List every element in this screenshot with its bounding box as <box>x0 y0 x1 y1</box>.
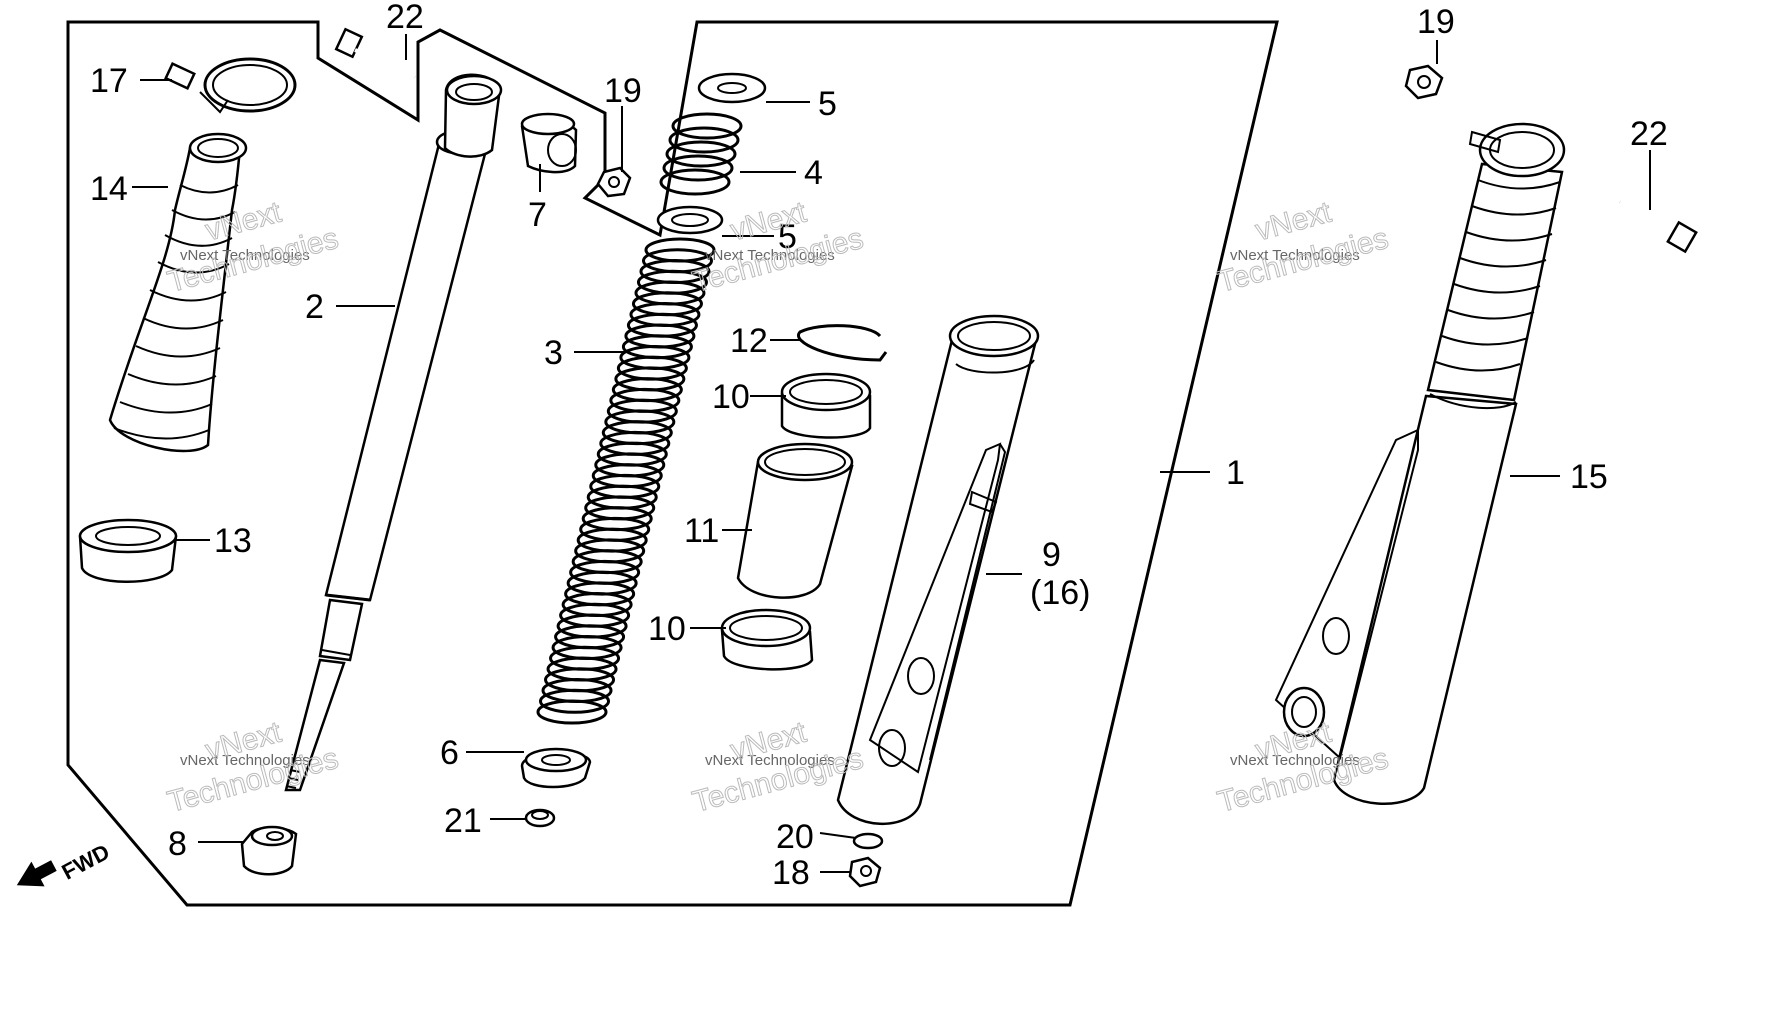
callout-5b: 5 <box>778 218 797 256</box>
spacer-spring-part-4 <box>659 112 743 196</box>
callout-11: 11 <box>684 512 719 550</box>
bushing-part-7 <box>520 112 578 174</box>
svg-text:vNext Technologies: vNext Technologies <box>705 752 835 769</box>
spring-seat-part-6 <box>520 747 592 789</box>
nut-part-19-a <box>596 166 632 198</box>
fork-boot-part-14 <box>108 132 248 453</box>
callout-10a: 10 <box>712 378 750 416</box>
stopper-part-8 <box>240 825 298 876</box>
svg-text:vNext Technologies: vNext Technologies <box>1230 752 1360 769</box>
callout-4: 4 <box>804 154 823 192</box>
fork-slider-part-9 <box>836 314 1040 825</box>
callout-22a: 22 <box>386 0 424 36</box>
fork-spring-part-3 <box>536 237 716 725</box>
nut-part-18 <box>848 856 882 888</box>
spring-coil <box>539 688 611 714</box>
bolt-part-22-b <box>1619 200 1698 254</box>
callout-22b: 22 <box>1630 115 1668 153</box>
fork-assembly-part-15 <box>1274 122 1566 805</box>
callout-1: 1 <box>1226 454 1245 492</box>
clamp-part-17 <box>164 57 297 114</box>
callout-9-sub: (16) <box>1030 574 1090 612</box>
callout-3: 3 <box>544 334 563 372</box>
washer-part-20 <box>852 832 884 850</box>
callout-13: 13 <box>214 522 252 560</box>
fwd-label: FWD <box>58 839 114 885</box>
callout-5a: 5 <box>818 85 837 123</box>
circlip-part-12 <box>796 324 888 362</box>
callout-7: 7 <box>528 196 547 234</box>
slider-bushing-part-10-a <box>780 372 872 439</box>
fwd-arrow-icon <box>16 860 57 887</box>
watermark-3: vNext Technologies vNext Technologies <box>1214 195 1393 299</box>
callout-14: 14 <box>90 170 128 208</box>
slider-bushing-part-10-b <box>720 608 814 671</box>
callout-9: 9 <box>1042 536 1061 574</box>
collar-part-11 <box>736 442 854 599</box>
svg-text:vNext Technologies: vNext Technologies <box>705 247 835 264</box>
fork-pipe-part-2 <box>284 73 503 792</box>
dust-seal-part-13 <box>78 518 178 583</box>
bolt-part-22 <box>334 27 416 79</box>
callout-17: 17 <box>90 62 128 100</box>
callout-18: 18 <box>772 854 810 892</box>
callout-8: 8 <box>168 825 187 863</box>
callout-19a: 19 <box>604 72 642 110</box>
washer-part-5-a <box>697 72 767 104</box>
nut-part-21 <box>524 808 556 828</box>
nut-part-19-b <box>1404 64 1444 100</box>
callout-15: 15 <box>1570 458 1608 496</box>
callout-2: 2 <box>305 288 324 326</box>
callout-10b: 10 <box>648 610 686 648</box>
spring-coil <box>536 699 608 725</box>
svg-text:vNext Technologies: vNext Technologies <box>180 752 310 769</box>
washer-part-5-b <box>656 205 724 235</box>
callout-12: 12 <box>730 322 768 360</box>
svg-text:vNext Technologies: vNext Technologies <box>180 247 310 264</box>
assembly-outline <box>66 20 1279 907</box>
callout-20: 20 <box>776 818 814 856</box>
svg-text:vNext Technologies: vNext Technologies <box>1230 247 1360 264</box>
callout-6: 6 <box>440 734 459 772</box>
callout-21: 21 <box>444 802 482 840</box>
callout-19b: 19 <box>1417 3 1455 41</box>
